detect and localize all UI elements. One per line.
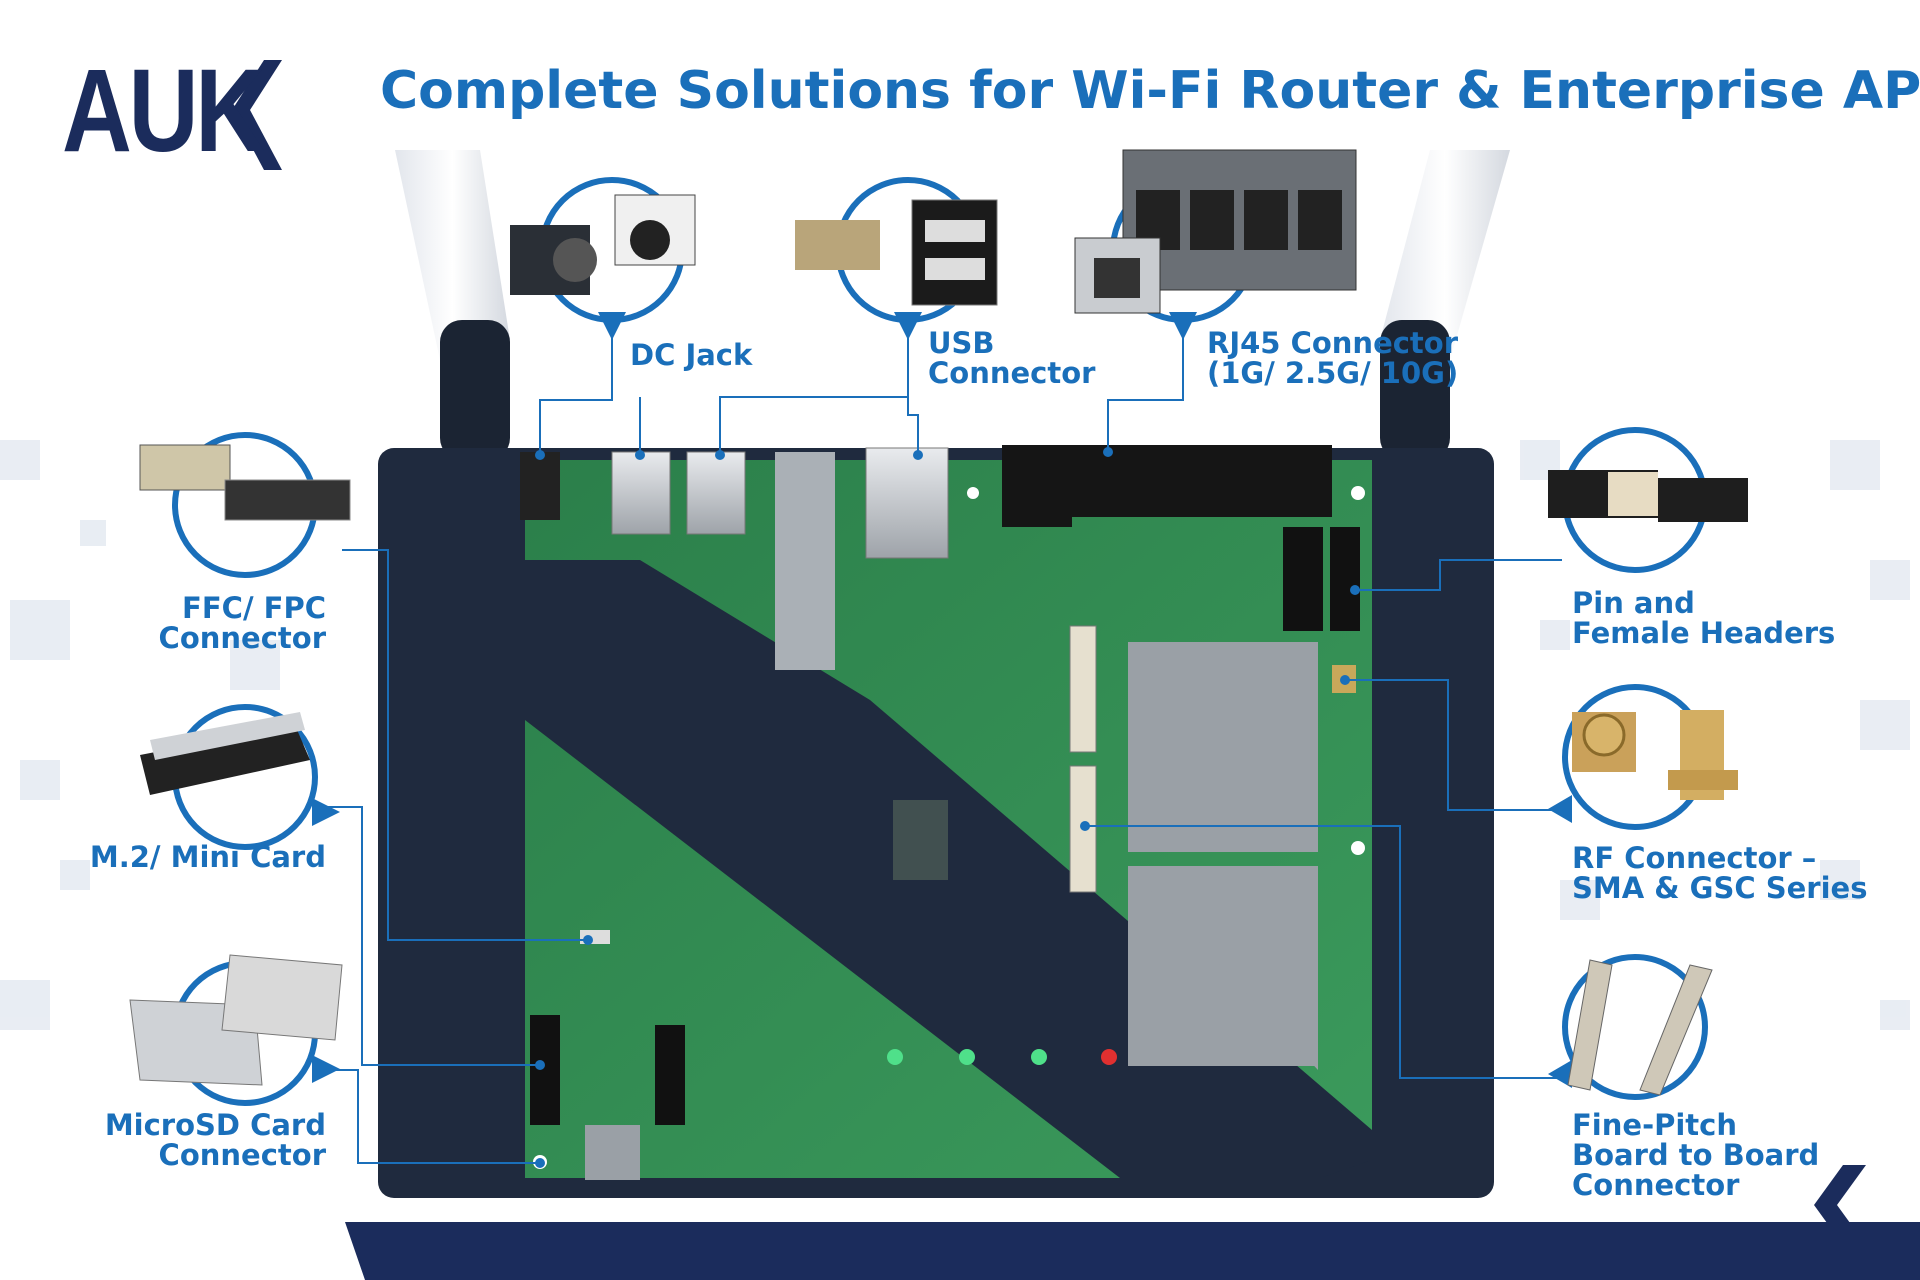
label-line: FFC/ FPC bbox=[182, 591, 326, 625]
background-mosaic bbox=[0, 440, 1910, 1030]
label-line: Fine-Pitch bbox=[1572, 1108, 1737, 1142]
label-line: Connector bbox=[158, 621, 326, 655]
callout-microsd bbox=[129, 954, 343, 1106]
auk-logo: AUK bbox=[62, 45, 265, 177]
label-line: USB bbox=[928, 326, 995, 360]
pcb-details bbox=[530, 486, 1365, 1180]
antennas bbox=[395, 150, 1510, 460]
footer-chevron-icon bbox=[1814, 1165, 1866, 1245]
label-line: Connector bbox=[928, 356, 1096, 390]
footer-bar bbox=[345, 1222, 1920, 1280]
label-line: (1G/ 2.5G/ 10G) bbox=[1207, 356, 1459, 390]
label-line: MicroSD Card bbox=[104, 1108, 326, 1142]
callout-pin-headers bbox=[1548, 427, 1748, 573]
leader-dots bbox=[535, 447, 1360, 1168]
page-title: Complete Solutions for Wi-Fi Router & En… bbox=[380, 61, 1920, 121]
label-line: RF Connector – bbox=[1572, 841, 1817, 875]
label-line: DC Jack bbox=[630, 338, 753, 372]
callout-rj45 bbox=[1074, 149, 1357, 340]
label-rf: RF Connector – SMA & GSC Series bbox=[1572, 843, 1867, 903]
label-rj45: RJ45 Connector (1G/ 2.5G/ 10G) bbox=[1207, 328, 1458, 388]
leader-lines bbox=[320, 330, 1562, 1164]
label-usb: USB Connector bbox=[928, 328, 1095, 388]
label-line: M.2/ Mini Card bbox=[89, 840, 326, 874]
label-line: Pin and bbox=[1572, 586, 1695, 620]
callout-usb bbox=[795, 177, 998, 340]
front-ports bbox=[520, 445, 1332, 670]
label-m2: M.2/ Mini Card bbox=[90, 842, 326, 872]
label-pin-headers: Pin and Female Headers bbox=[1572, 588, 1835, 648]
label-ffc-fpc: FFC/ FPC Connector bbox=[159, 593, 326, 653]
label-line: Board to Board bbox=[1572, 1138, 1820, 1172]
callout-rf bbox=[1548, 684, 1738, 830]
logo-chevron-icon bbox=[232, 60, 282, 170]
label-line: Female Headers bbox=[1572, 616, 1836, 650]
label-line: RJ45 Connector bbox=[1207, 326, 1459, 360]
label-line: SMA & GSC Series bbox=[1572, 871, 1868, 905]
label-dc-jack: DC Jack bbox=[630, 340, 752, 370]
callout-m2 bbox=[140, 704, 340, 850]
callout-dc-jack bbox=[510, 177, 696, 340]
label-line: Connector bbox=[1572, 1168, 1740, 1202]
status-leds bbox=[887, 1049, 1117, 1065]
label-microsd: MicroSD Card Connector bbox=[105, 1110, 326, 1170]
callout-board-to-board bbox=[1548, 954, 1713, 1100]
callout-ffc-fpc bbox=[139, 432, 351, 578]
label-line: Connector bbox=[158, 1138, 326, 1172]
label-board-to-board: Fine-Pitch Board to Board Connector bbox=[1572, 1110, 1819, 1200]
